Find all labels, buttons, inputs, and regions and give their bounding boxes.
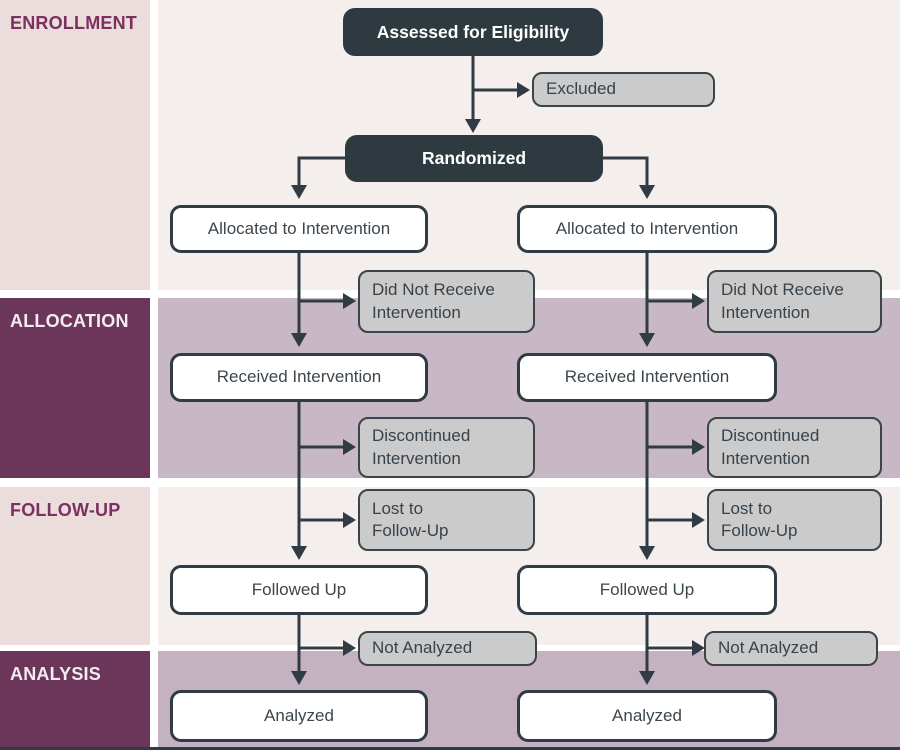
node-discontinued-intervention-right: Discontinued Intervention	[707, 417, 882, 478]
node-analyzed-left: Analyzed	[170, 690, 428, 742]
node-did-not-receive-intervention-left: Did Not Receive Intervention	[358, 270, 535, 333]
node-analyzed-right: Analyzed	[517, 690, 777, 742]
phase-label-enrollment: ENROLLMENT	[10, 13, 137, 33]
bottom-edge-strip	[0, 747, 900, 750]
node-excluded: Excluded	[532, 72, 715, 107]
phase-band-enrollment: ENROLLMENT	[0, 0, 150, 290]
node-lost-to-follow-up-right: Lost to Follow-Up	[707, 489, 882, 551]
node-assessed-for-eligibility: Assessed for Eligibility	[343, 8, 603, 56]
phase-band-allocation: ALLOCATION	[0, 298, 150, 478]
node-did-not-receive-intervention-right: Did Not Receive Intervention	[707, 270, 882, 333]
node-randomized: Randomized	[345, 135, 603, 182]
node-allocated-to-intervention-right: Allocated to Intervention	[517, 205, 777, 253]
phase-label-allocation: ALLOCATION	[10, 311, 129, 331]
node-not-analyzed-left: Not Analyzed	[358, 631, 537, 666]
phase-band-analysis: ANALYSIS	[0, 651, 150, 750]
node-followed-up-left: Followed Up	[170, 565, 428, 615]
node-received-intervention-right: Received Intervention	[517, 353, 777, 402]
phase-label-analysis: ANALYSIS	[10, 664, 101, 684]
node-lost-to-follow-up-left: Lost to Follow-Up	[358, 489, 535, 551]
node-followed-up-right: Followed Up	[517, 565, 777, 615]
phase-label-follow-up: FOLLOW-UP	[10, 500, 121, 520]
node-discontinued-intervention-left: Discontinued Intervention	[358, 417, 535, 478]
node-not-analyzed-right: Not Analyzed	[704, 631, 878, 666]
node-allocated-to-intervention-left: Allocated to Intervention	[170, 205, 428, 253]
node-received-intervention-left: Received Intervention	[170, 353, 428, 402]
phase-band-follow-up: FOLLOW-UP	[0, 487, 150, 645]
